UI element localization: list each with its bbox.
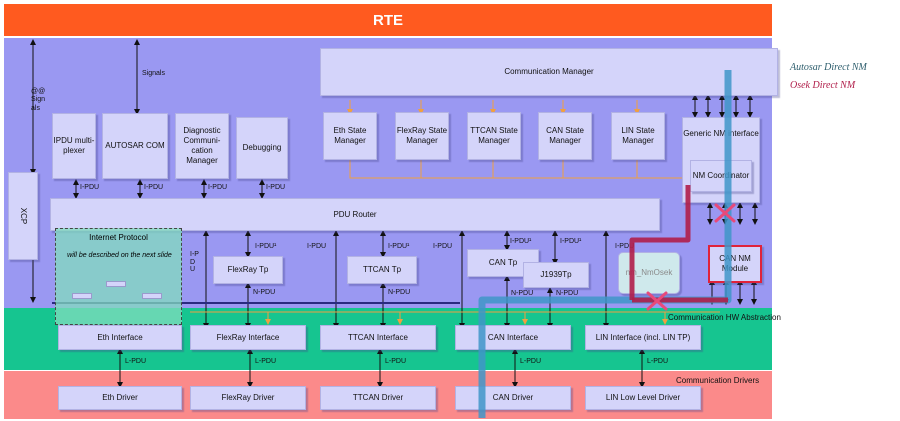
autosar-nm-path xyxy=(478,70,732,418)
communication-drivers-label: Communication Drivers xyxy=(676,376,760,385)
ipdu1-label-flexray: I-PDU¹ xyxy=(255,243,277,250)
ip-placeholder-1 xyxy=(106,281,126,287)
eth-driver: Eth Driver xyxy=(58,386,182,410)
ipdu-label-1: I-PDU xyxy=(80,184,100,191)
internet-protocol-note: will be described on the next slide xyxy=(67,252,172,259)
ipdu1-label-cantp: I-PDU¹ xyxy=(510,238,532,245)
signals-label: Signals xyxy=(142,70,165,77)
ipdu-label-4: I-PDU xyxy=(266,184,286,191)
npdu-label-j1939: N-PDU xyxy=(556,290,579,297)
eth-state-manager: Eth State Manager xyxy=(323,112,377,160)
ipdu-label-2: I-PDU xyxy=(144,184,164,191)
can-nm-module: CAN NM Module xyxy=(708,245,762,283)
signals-left-label: @@Signals xyxy=(31,88,46,112)
npdu-label-ttcan: N-PDU xyxy=(388,289,411,296)
cross-mark-coordinator xyxy=(714,203,736,223)
ipdu-vertical-label: I-PDU xyxy=(190,251,199,274)
can-driver: CAN Driver xyxy=(455,386,571,410)
flexray-state-manager: FlexRay State Manager xyxy=(395,112,449,160)
osek-nm-path xyxy=(629,185,691,300)
eth-interface: Eth Interface xyxy=(58,325,182,350)
ipdu-label-lin: I-PDU xyxy=(615,243,635,250)
npdu-label-cantp: N-PDU xyxy=(511,290,534,297)
hw-abstraction-label: Communication HW Abstraction xyxy=(668,313,781,322)
flexray-tp: FlexRay Tp xyxy=(213,256,283,284)
can-state-manager: CAN State Manager xyxy=(538,112,592,160)
ttcan-driver: TTCAN Driver xyxy=(320,386,436,410)
lin-state-manager: LIN State Manager xyxy=(611,112,665,160)
lpdu-label-flexray: L-PDU xyxy=(255,358,277,365)
ttcan-tp: TTCAN Tp xyxy=(347,256,417,284)
ipdu-label-can: I-PDU xyxy=(433,243,453,250)
legend-autosar-direct-nm: Autosar Direct NM xyxy=(790,62,867,73)
debugging-module: Debugging xyxy=(236,117,288,179)
pdu-router: PDU Router xyxy=(50,198,660,231)
ip-placeholder-3 xyxy=(142,293,162,299)
ttcan-interface: TTCAN Interface xyxy=(320,325,436,350)
j1939-tp: J1939Tp xyxy=(523,262,589,288)
lpdu-label-eth: L-PDU xyxy=(125,358,147,365)
ttcan-state-manager: TTCAN State Manager xyxy=(467,112,521,160)
lin-low-level-driver: LIN Low Level Driver xyxy=(585,386,701,410)
ipdu-label-3: I-PDU xyxy=(208,184,228,191)
communication-manager: Communication Manager xyxy=(320,48,778,96)
npdu-label-flexray: N-PDU xyxy=(253,289,276,296)
nm-coordinator: NM Coordinator xyxy=(690,160,752,192)
diagnostic-communication-manager: Diagnostic Communi-cation Manager xyxy=(175,113,229,179)
ipdu1-label-j1939: I-PDU¹ xyxy=(560,238,582,245)
internet-protocol-box: Internet Protocol will be described on t… xyxy=(55,228,182,325)
internet-protocol-title: Internet Protocol xyxy=(89,233,148,242)
autosar-com: AUTOSAR COM xyxy=(102,113,168,179)
ipdu-multiplexer: IPDU multi-plexer xyxy=(52,113,96,179)
lpdu-label-lin: L-PDU xyxy=(647,358,669,365)
rte-bar: RTE xyxy=(4,4,772,36)
legend-osek-direct-nm: Osek Direct NM xyxy=(790,80,856,91)
ipdu1-label-ttcan: I-PDU¹ xyxy=(388,243,410,250)
cross-mark-canif xyxy=(646,291,668,311)
lin-interface: LIN Interface (incl. LIN TP) xyxy=(585,325,701,350)
lpdu-label-ttcan: L-PDU xyxy=(385,358,407,365)
flexray-driver: FlexRay Driver xyxy=(190,386,306,410)
ip-placeholder-2 xyxy=(72,293,92,299)
flexray-interface: FlexRay Interface xyxy=(190,325,306,350)
lpdu-label-can: L-PDU xyxy=(520,358,542,365)
nm-osek-module: nm_NmOsek xyxy=(618,252,680,294)
ipdu-label-ttcan: I-PDU xyxy=(307,243,327,250)
xcp-module: XCP xyxy=(8,172,38,260)
can-interface: CAN Interface xyxy=(455,325,571,350)
